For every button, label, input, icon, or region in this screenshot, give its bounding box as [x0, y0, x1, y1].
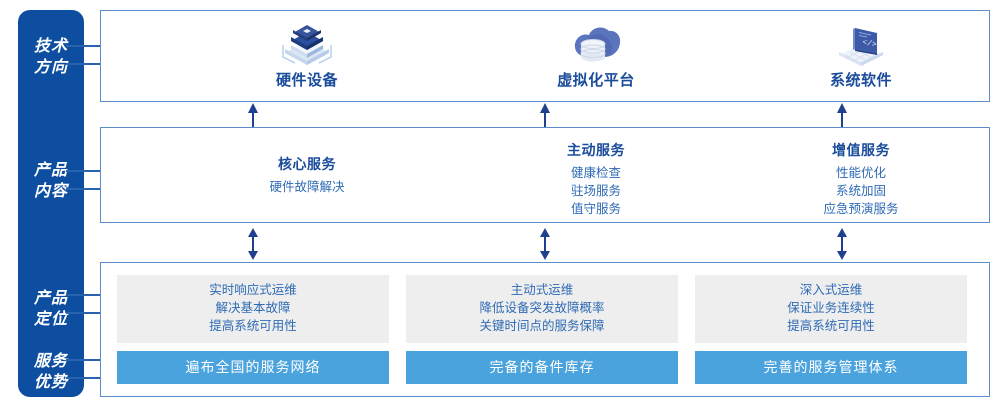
- connector-content-lower: [66, 188, 102, 190]
- content-title-value-added-service: 增值服务: [832, 142, 890, 158]
- connector-tech-lower: [66, 63, 102, 65]
- positioning-card-realtime: 实时响应式运维 解决基本故障 提高系统可用性: [117, 275, 389, 343]
- tech-label-virtualization: 虚拟化平台: [557, 72, 635, 89]
- content-line: 驻场服务: [570, 184, 621, 198]
- arrow-up-icon-hardware: [245, 103, 261, 132]
- connector-advantage-upper: [66, 359, 102, 361]
- sidebar-label-line1: 产品: [33, 290, 68, 307]
- arrow-bidirectional-icon-right: [834, 228, 850, 265]
- positioning-line: 实时响应式运维: [209, 283, 297, 297]
- arrow-bidirectional-icon-left: [245, 228, 261, 265]
- connector-position-upper: [66, 294, 102, 296]
- tech-column-system-software[interactable]: </> 系统软件: [736, 11, 986, 103]
- arrow-bidirectional-icon-center: [537, 228, 553, 265]
- positioning-advantage-section: 实时响应式运维 解决基本故障 提高系统可用性 遍布全国的服务网络 主动式运维 降…: [100, 262, 990, 397]
- tech-label-hardware: 硬件设备: [275, 72, 338, 89]
- product-content-section: 核心服务 硬件故障解决 主动服务 健康检查 驻场服务 值守服务 增值服务 性能优…: [100, 127, 990, 223]
- content-line: 值守服务: [570, 202, 621, 216]
- category-sidebar: 技术 方向 产品 内容 产品 定位 服务 优势: [18, 10, 84, 397]
- tech-column-virtualization[interactable]: 虚拟化平台: [446, 11, 746, 103]
- sidebar-label-line2: 定位: [33, 311, 68, 328]
- sidebar-label-line2: 方向: [33, 59, 68, 76]
- content-line: 性能优化: [835, 166, 886, 180]
- content-column-core-service[interactable]: 核心服务 硬件故障解决: [157, 128, 457, 224]
- arrow-up-icon-virtualization: [537, 103, 553, 132]
- content-title-proactive-service: 主动服务: [567, 142, 625, 158]
- technology-direction-section: 硬件设备 虚拟化平台: [100, 10, 990, 102]
- content-line: 应急预演服务: [823, 202, 899, 216]
- bottom-column-proactive[interactable]: 主动式运维 降低设备突发故障概率 关键时间点的服务保障 完备的备件库存: [406, 275, 678, 384]
- laptop-code-icon: </>: [831, 19, 891, 67]
- advantage-bar-management-system[interactable]: 完善的服务管理体系: [695, 351, 967, 384]
- content-column-value-added-service[interactable]: 增值服务 性能优化 系统加固 应急预演服务: [736, 128, 986, 224]
- connector-advantage-lower: [66, 377, 102, 379]
- positioning-line: 提高系统可用性: [209, 319, 297, 333]
- tech-label-system-software: 系统软件: [829, 72, 892, 89]
- positioning-card-indepth: 深入式运维 保证业务连续性 提高系统可用性: [695, 275, 967, 343]
- positioning-line: 提高系统可用性: [787, 319, 875, 333]
- sidebar-item-product-positioning[interactable]: 产品 定位: [18, 288, 84, 330]
- sidebar-label-line1: 产品: [33, 162, 68, 179]
- content-column-proactive-service[interactable]: 主动服务 健康检查 驻场服务 值守服务: [446, 128, 746, 224]
- arrow-up-icon-system-software: [834, 103, 850, 132]
- positioning-card-proactive: 主动式运维 降低设备突发故障概率 关键时间点的服务保障: [406, 275, 678, 343]
- connector-position-lower: [66, 312, 102, 314]
- content-title-core-service: 核心服务: [278, 156, 336, 172]
- sidebar-item-service-advantage[interactable]: 服务 优势: [18, 351, 84, 393]
- positioning-line: 深入式运维: [799, 283, 863, 297]
- bottom-column-indepth[interactable]: 深入式运维 保证业务连续性 提高系统可用性 完善的服务管理体系: [695, 275, 967, 384]
- server-stack-icon: [277, 19, 337, 67]
- sidebar-label-line1: 技术: [33, 38, 68, 55]
- content-line: 系统加固: [835, 184, 886, 198]
- sidebar-item-product-content[interactable]: 产品 内容: [18, 160, 84, 202]
- positioning-line: 关键时间点的服务保障: [479, 319, 605, 333]
- positioning-line: 解决基本故障: [215, 301, 291, 315]
- sidebar-label-line1: 服务: [33, 353, 68, 370]
- connector-content-upper: [66, 170, 102, 172]
- content-line: 硬件故障解决: [269, 180, 345, 194]
- sidebar-label-line2: 内容: [33, 183, 68, 200]
- advantage-bar-spare-parts[interactable]: 完备的备件库存: [406, 351, 678, 384]
- bottom-column-realtime[interactable]: 实时响应式运维 解决基本故障 提高系统可用性 遍布全国的服务网络: [117, 275, 389, 384]
- sidebar-label-line2: 优势: [33, 374, 68, 391]
- svg-text:</>: </>: [861, 38, 877, 50]
- connector-tech-upper: [66, 45, 102, 47]
- positioning-line: 降低设备突发故障概率: [479, 301, 605, 315]
- sidebar-item-technology-direction[interactable]: 技术 方向: [18, 36, 84, 78]
- cloud-database-icon: [566, 19, 626, 67]
- positioning-line: 保证业务连续性: [787, 301, 875, 315]
- content-line: 健康检查: [570, 166, 621, 180]
- advantage-bar-service-network[interactable]: 遍布全国的服务网络: [117, 351, 389, 384]
- positioning-line: 主动式运维: [510, 283, 574, 297]
- tech-column-hardware[interactable]: 硬件设备: [157, 11, 457, 103]
